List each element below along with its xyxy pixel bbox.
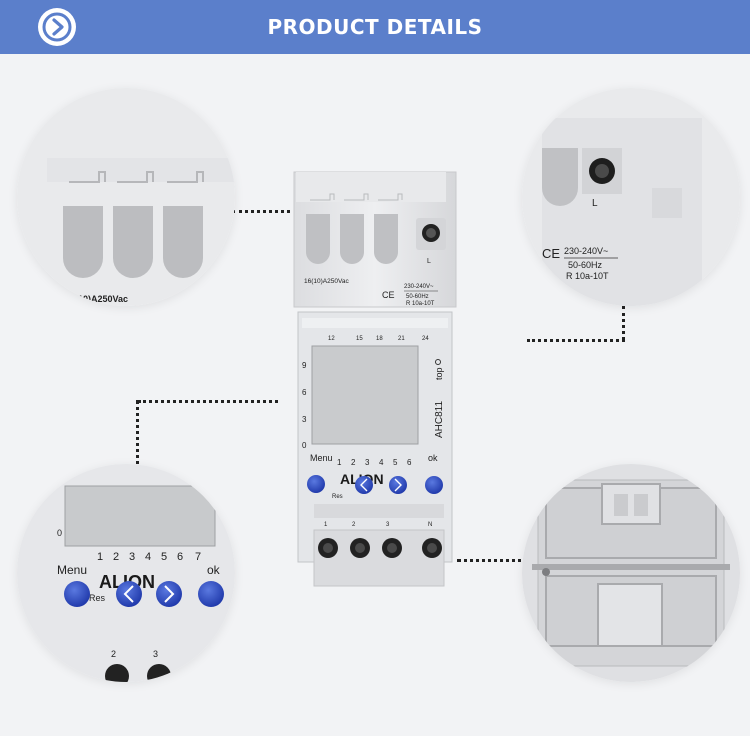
play-button[interactable]	[38, 8, 76, 46]
svg-text:15: 15	[356, 336, 363, 342]
svg-text:3: 3	[386, 522, 390, 528]
svg-text:18: 18	[376, 336, 383, 342]
svg-text:6: 6	[302, 388, 307, 397]
svg-text:2: 2	[352, 522, 356, 528]
zoom-din-rail-back	[522, 464, 740, 682]
svg-text:ok: ok	[207, 563, 221, 577]
ok-button[interactable]	[425, 476, 443, 494]
level-scale: 9 6 3 0	[302, 361, 307, 450]
svg-text:CE: CE	[542, 246, 560, 261]
day-numbers: 1 2 3 4 5 6 7	[97, 551, 201, 563]
svg-text:Menu: Menu	[57, 563, 87, 577]
svg-text:1: 1	[97, 551, 103, 563]
product-photo-stage: L 16(10)A250Vac CE 230-240V~ 50-60Hz R 1…	[0, 54, 750, 736]
menu-button[interactable]	[64, 581, 90, 607]
connector-bottom-right	[457, 559, 529, 562]
svg-text:24: 24	[422, 336, 429, 342]
svg-text:7: 7	[195, 551, 201, 563]
svg-text:0: 0	[302, 441, 307, 450]
plus-button[interactable]	[156, 581, 182, 607]
zoom-top-terminals: 16(10)A250Vac	[17, 88, 235, 306]
svg-text:N: N	[428, 522, 432, 528]
plus-button[interactable]	[389, 476, 407, 494]
lcd-display	[311, 345, 419, 445]
svg-text:Res: Res	[89, 593, 106, 603]
play-icon	[42, 12, 72, 42]
svg-text:3: 3	[365, 458, 370, 467]
svg-text:50-60Hz: 50-60Hz	[406, 294, 429, 300]
svg-text:4: 4	[379, 458, 384, 467]
svg-text:16(10)A250Vac: 16(10)A250Vac	[304, 278, 349, 285]
svg-text:6: 6	[407, 458, 412, 467]
svg-text:230-240V~: 230-240V~	[404, 284, 434, 290]
ok-button[interactable]	[198, 581, 224, 607]
day-numbers: 1 2 3 4 5 6	[337, 458, 412, 467]
svg-text:2: 2	[111, 649, 116, 659]
svg-text:R 10a-10T: R 10a-10T	[406, 301, 435, 307]
bottom-terminal-screws	[318, 538, 442, 558]
svg-text:5: 5	[393, 458, 398, 467]
terminal-screw-holes	[306, 214, 398, 264]
svg-text:CE: CE	[382, 290, 395, 300]
svg-text:L: L	[427, 258, 431, 265]
minus-button[interactable]	[116, 581, 142, 607]
svg-text:6: 6	[177, 551, 183, 563]
svg-text:3: 3	[153, 649, 158, 659]
connector-bottom-left-vertical	[136, 400, 139, 478]
model-label: AHC811	[434, 401, 445, 438]
svg-text:3: 3	[302, 415, 307, 424]
zoom-l-terminal: L CE 230-240V~ 50-60Hz R 10a-10T	[522, 88, 740, 306]
svg-text:12: 12	[328, 336, 335, 342]
svg-text:230-240V~: 230-240V~	[564, 246, 608, 256]
svg-text:ok: ok	[428, 453, 438, 463]
connector-top-right	[527, 339, 625, 342]
page-title: PRODUCT DETAILS	[267, 15, 483, 39]
svg-text:5: 5	[161, 551, 167, 563]
svg-text:16(10)A250Vac: 16(10)A250Vac	[65, 294, 128, 304]
svg-text:0: 0	[57, 528, 62, 538]
svg-text:3: 3	[129, 551, 135, 563]
top-label: top	[434, 367, 444, 380]
svg-text:Menu: Menu	[310, 453, 333, 463]
svg-text:9: 9	[302, 361, 307, 370]
svg-text:L: L	[592, 198, 598, 209]
hour-scale: 12 15 18 21 24	[328, 336, 429, 342]
svg-text:Res: Res	[332, 494, 343, 500]
svg-text:21: 21	[398, 336, 405, 342]
zoom-control-buttons: 0 1 2 3 4 5 6 7 Menu ok ALION Res 2 3	[17, 464, 235, 682]
svg-text:50-60Hz: 50-60Hz	[568, 260, 603, 270]
timer-device: L 16(10)A250Vac CE 230-240V~ 50-60Hz R 1…	[293, 171, 457, 587]
connector-bottom-left	[138, 400, 278, 403]
connector-top-left	[232, 210, 290, 213]
menu-button[interactable]	[307, 475, 325, 493]
svg-text:2: 2	[351, 458, 356, 467]
svg-text:R 10a-10T: R 10a-10T	[566, 271, 609, 281]
svg-text:2: 2	[113, 551, 119, 563]
svg-text:4: 4	[145, 551, 151, 563]
svg-text:1: 1	[324, 522, 328, 528]
svg-text:1: 1	[337, 458, 342, 467]
minus-button[interactable]	[355, 476, 373, 494]
connector-top-right-vertical	[622, 306, 625, 340]
header-banner: PRODUCT DETAILS	[0, 0, 750, 54]
